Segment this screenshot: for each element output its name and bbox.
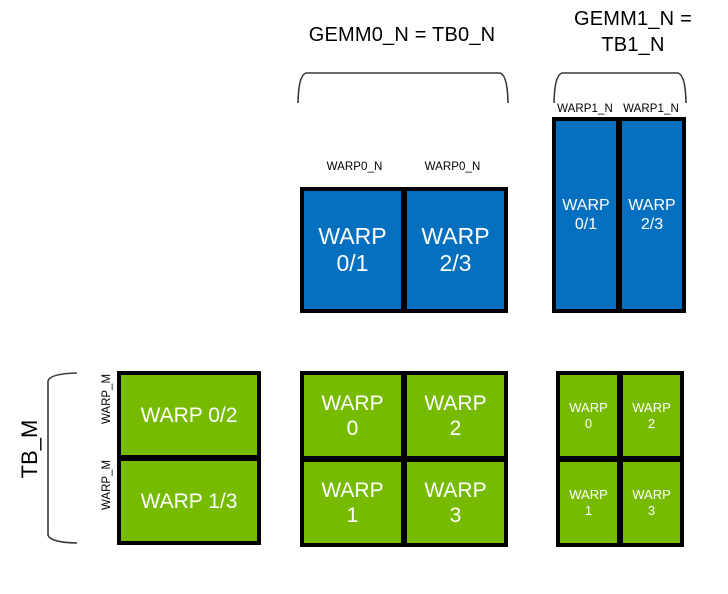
gemm1-heading: GEMM1_N = TB1_N	[574, 8, 692, 56]
tb-m-label: TB_M	[17, 419, 42, 479]
blue1-warp-23-cell[interactable]: WARP 2/3	[618, 117, 686, 313]
warp1-n-left-label: WARP1_N	[557, 103, 613, 115]
blue-warp-01-cell[interactable]: WARP 0/1	[300, 187, 405, 313]
mid-green-warp-3-cell[interactable]: WARP 3	[403, 458, 508, 547]
gemm0-blue-block: WARP 0/1 WARP 2/3	[300, 187, 508, 313]
gemm1-brace-icon	[552, 68, 688, 104]
mid-green-warp-2-cell[interactable]: WARP 2	[403, 371, 508, 460]
mid-green-warp-0-cell[interactable]: WARP 0	[300, 371, 405, 460]
right-green-warp-3-cell[interactable]: WARP 3	[619, 458, 684, 547]
green-warp-02-cell[interactable]: WARP 0/2	[117, 371, 261, 459]
warp0-n-left-label: WARP0_N	[326, 161, 383, 173]
blue-warp-23-cell[interactable]: WARP 2/3	[403, 187, 508, 313]
warp-m-top-label: WARP_M	[101, 373, 113, 425]
green-warp-13-cell[interactable]: WARP 1/3	[117, 457, 261, 545]
warp-m-bottom-label: WARP_M	[101, 459, 113, 511]
tb-m-brace-icon	[44, 372, 78, 544]
gemm0-brace-icon	[296, 68, 510, 104]
blue1-warp-01-cell[interactable]: WARP 0/1	[552, 117, 620, 313]
right-green-warp-1-cell[interactable]: WARP 1	[556, 458, 621, 547]
warp0-n-right-label: WARP0_N	[424, 161, 481, 173]
right-green-warp-2-cell[interactable]: WARP 2	[619, 371, 684, 460]
gemm1-blue-block: WARP 0/1 WARP 2/3	[552, 117, 686, 313]
right-green-warp-0-cell[interactable]: WARP 0	[556, 371, 621, 460]
mid-green-warp-1-cell[interactable]: WARP 1	[300, 458, 405, 547]
mid-green-block: WARP 0 WARP 2 WARP 1 WARP 3	[300, 371, 508, 547]
left-green-block: WARP 0/2 WARP 1/3	[117, 371, 261, 545]
warp1-n-right-label: WARP1_N	[623, 103, 679, 115]
right-green-block: WARP 0 WARP 2 WARP 1 WARP 3	[556, 371, 684, 547]
gemm0-heading: GEMM0_N = TB0_N	[308, 24, 496, 46]
